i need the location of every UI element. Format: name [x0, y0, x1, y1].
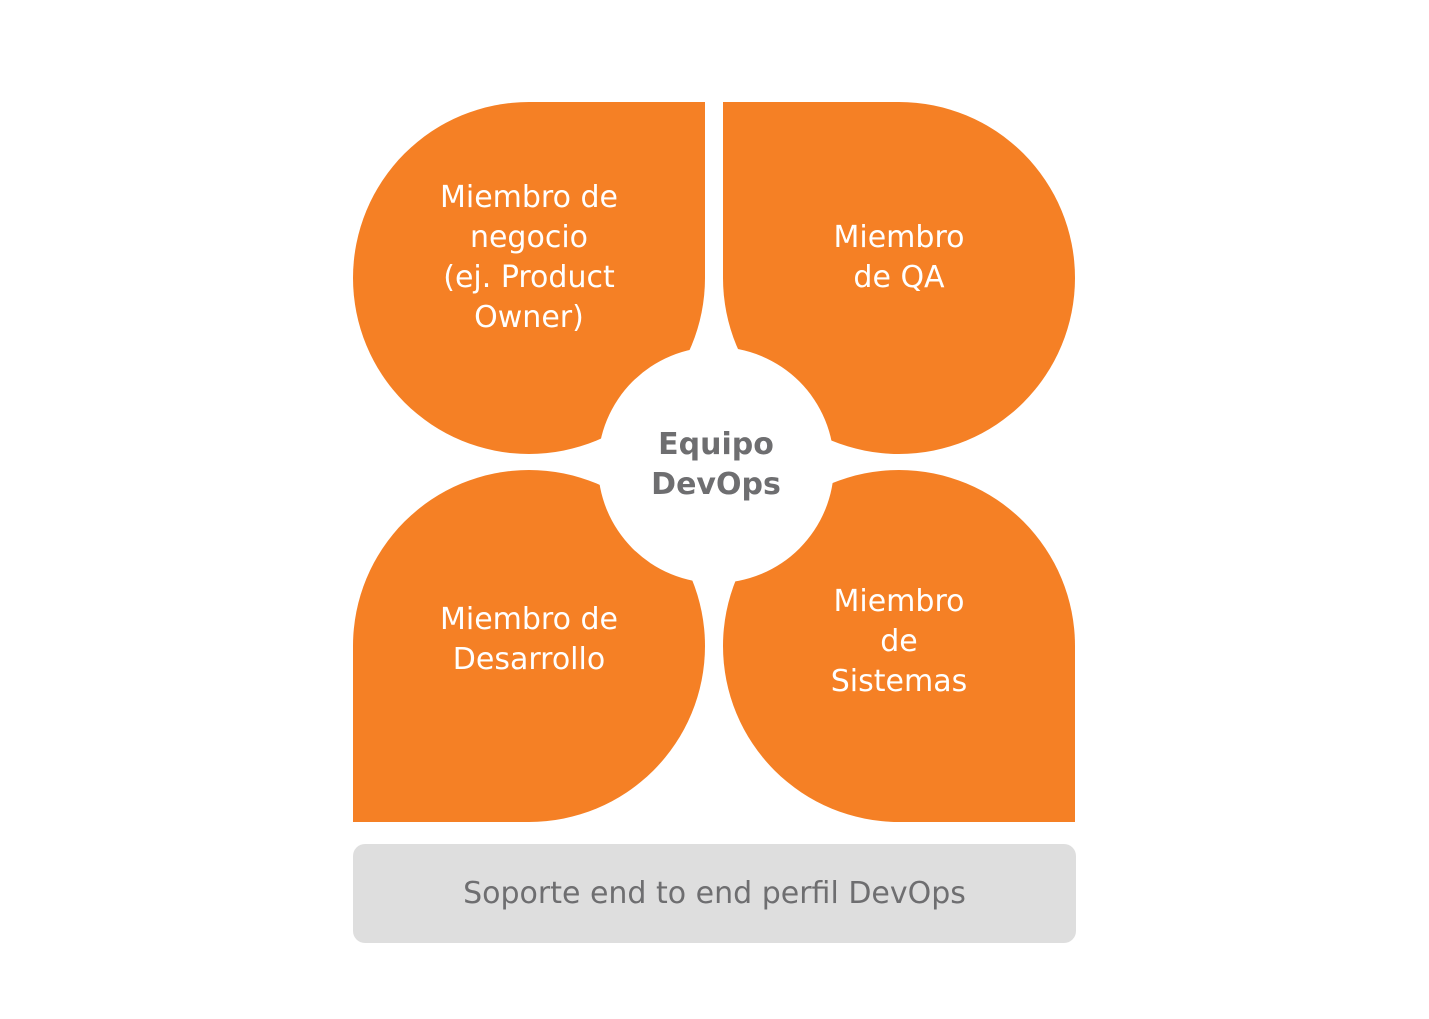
petal-systems-member-label: Miembro de Sistemas — [830, 584, 968, 699]
center-circle: Equipo DevOps — [598, 347, 834, 583]
petal-business-member: Miembro de negocio (ej. Product Owner) — [353, 102, 705, 454]
center-label: Equipo DevOps — [651, 427, 781, 502]
petal-development-member: Miembro de Desarrollo — [353, 470, 705, 822]
footer-support-label: Soporte end to end perfil DevOps — [463, 876, 966, 911]
footer-support-bar: Soporte end to end perfil DevOps — [353, 844, 1076, 943]
petal-development-member-label: Miembro de Desarrollo — [439, 602, 618, 677]
petal-business-member-label: Miembro de negocio (ej. Product Owner) — [439, 180, 618, 335]
petal-qa-member-label: Miembro de QA — [833, 220, 965, 295]
